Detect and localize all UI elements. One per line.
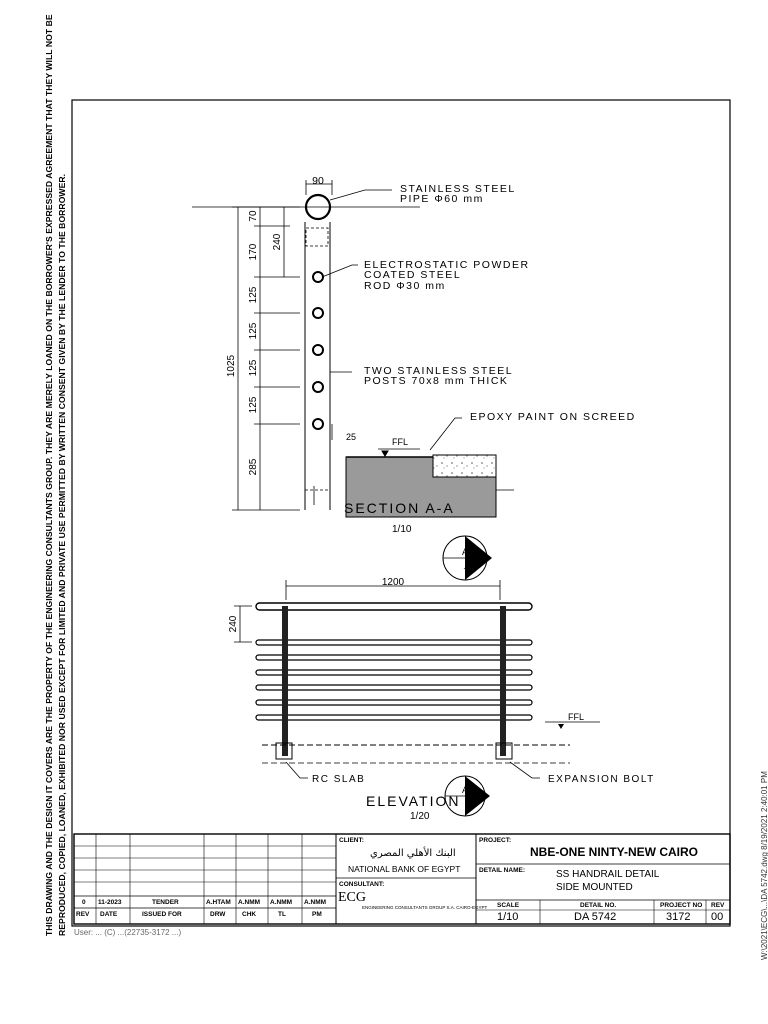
rod-label-2: COATED STEEL	[364, 269, 461, 281]
elev-rc-slab: RC SLAB	[312, 774, 365, 785]
rev-row-issued-for: TENDER	[152, 899, 179, 906]
section-dimension-texts: 1025 70 170 240 125 125 125 125 285	[226, 210, 283, 475]
title-block	[73, 833, 731, 925]
dim-125-b: 125	[248, 322, 259, 339]
rev-row-date: 11-2023	[98, 899, 122, 906]
rev-value: 00	[711, 911, 724, 923]
rev-header-drw: DRW	[210, 911, 226, 918]
scale-value: 1/10	[497, 911, 519, 923]
project-name: NBE-ONE NINTY-NEW CAIRO	[530, 845, 698, 859]
elevation	[234, 535, 600, 817]
dim-70: 70	[248, 210, 259, 222]
project-no-value: 3172	[666, 911, 691, 923]
rod-label-3: ROD Φ30 mm	[364, 280, 446, 292]
elev-width-1200: 1200	[382, 577, 405, 588]
elevation-title: ELEVATION	[366, 793, 461, 809]
top-rail	[255, 602, 533, 611]
elev-height-240: 240	[228, 615, 239, 632]
elev-marker-letter: A	[462, 785, 468, 795]
pipe-label-2: PIPE Φ60 mm	[400, 193, 484, 205]
elev-ffl: FFL	[568, 712, 584, 722]
rev-row-tl: A.NMM	[270, 899, 293, 906]
marker-letter: A	[462, 547, 468, 557]
dim-90: 90	[312, 175, 324, 187]
detail-no-value: DA 5742	[574, 911, 617, 923]
rod-label-1: ELECTROSTATIC POWDER	[364, 259, 530, 271]
pipe-label-1: STAINLESS STEEL	[400, 183, 516, 195]
client-label: CLIENT:	[339, 837, 364, 844]
elevation-labels: A - 1200 240 FFL RC SLAB EXPANSION BOLT …	[228, 547, 655, 822]
client-arabic: البنك الأهلي المصري	[370, 848, 456, 859]
dim-25: 25	[346, 432, 356, 442]
consultant-sub: ENGINEERING CONSULTANTS GROUP S.A. CAIRO…	[362, 905, 488, 910]
consultant-label: CONSULTANT:	[339, 881, 385, 888]
project-label: PROJECT:	[479, 837, 512, 844]
rev-header-date: DATE	[100, 911, 118, 918]
section-a-a	[192, 180, 514, 518]
rev-header-chk: CHK	[242, 911, 257, 918]
dim-1025: 1025	[226, 354, 237, 377]
dim-125-a: 125	[248, 286, 259, 303]
rev-header-rev: REV	[76, 911, 90, 918]
scale-header: SCALE	[497, 902, 520, 909]
project-no-header: PROJECT NO	[660, 902, 703, 909]
epoxy-label: EPOXY PAINT ON SCREED	[470, 411, 636, 423]
consultant-logo: ECG	[338, 890, 366, 905]
rev-row-drw: A.HTAM	[206, 899, 231, 906]
rev-row-chk: A.NMM	[238, 899, 261, 906]
dim-125-c: 125	[248, 359, 259, 376]
rev-header-tl: TL	[278, 911, 286, 918]
elev-expansion-bolt: EXPANSION BOLT	[548, 774, 655, 785]
posts-label-1: TWO STAINLESS STEEL	[364, 365, 513, 377]
dim-170: 170	[248, 243, 259, 260]
dim-125-d: 125	[248, 396, 259, 413]
elevation-scale: 1/20	[410, 811, 430, 822]
detail-no-header: DETAIL NO.	[580, 902, 617, 909]
section-title: SECTION A-A	[344, 500, 455, 516]
rev-header-pm: PM	[312, 911, 322, 918]
detail-line-2: SIDE MOUNTED	[556, 882, 633, 893]
detail-line-1: SS HANDRAIL DETAIL	[556, 869, 660, 880]
plot-footer-note: User: ... (C) ...(22735-3172 ...)	[74, 928, 182, 937]
screed	[432, 454, 497, 478]
client-name: NATIONAL BANK OF EGYPT	[348, 864, 461, 874]
rev-row-rev: 0	[82, 899, 86, 906]
sheet-border	[71, 99, 731, 927]
section-scale: 1/10	[392, 524, 412, 535]
rev-header: REV	[711, 902, 725, 909]
ffl-label: FFL	[392, 437, 408, 447]
section-labels: 90 STAINLESS STEEL PIPE Φ60 mm ELECTROST…	[312, 175, 636, 535]
dim-240: 240	[272, 233, 283, 250]
marker-sub: -	[464, 563, 467, 573]
dim-285: 285	[248, 458, 259, 475]
rev-row-pm: A.NMM	[304, 899, 327, 906]
detail-label: DETAIL NAME:	[479, 867, 525, 874]
rev-header-issued-for: ISSUED FOR	[142, 911, 182, 918]
stainless-pipe	[304, 193, 332, 221]
posts-label-2: POSTS 70x8 mm THICK	[364, 375, 508, 387]
